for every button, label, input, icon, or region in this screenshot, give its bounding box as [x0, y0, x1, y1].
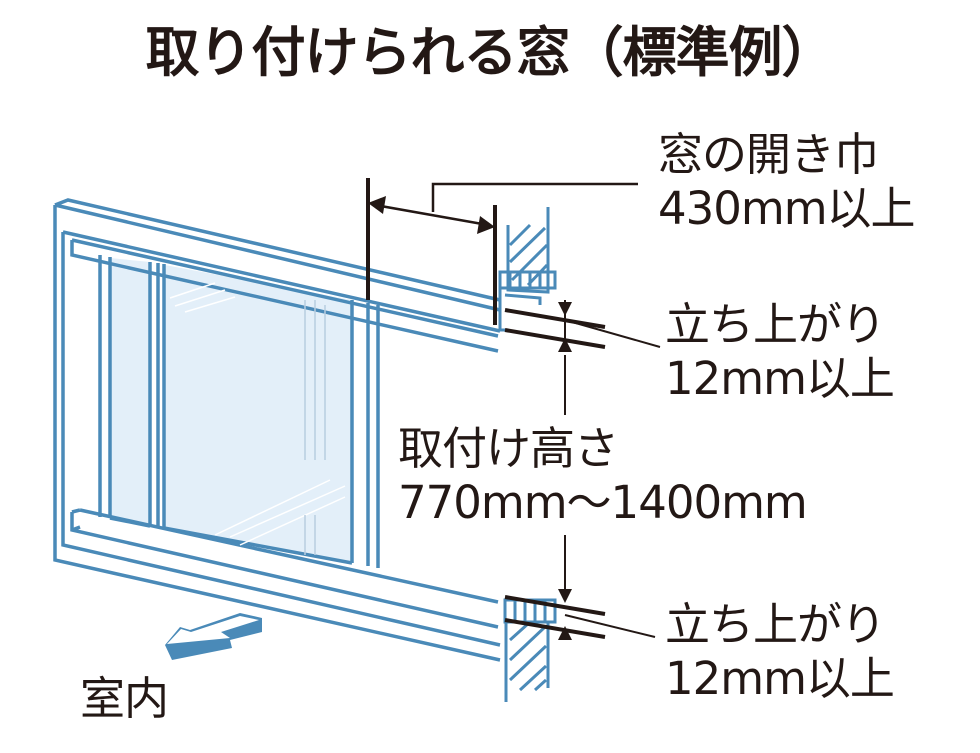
bottom-rise-label: 立ち上がり 12mm以上 [665, 598, 895, 706]
diagram-title: 取り付けられる窓（標準例） [145, 21, 836, 84]
indoor-label: 室内 [80, 672, 169, 725]
top-rise-label: 立ち上がり 12mm以上 [665, 298, 895, 406]
bottom-rise-title: 立ち上がり [665, 598, 886, 651]
opening-width-label: 窓の開き巾 430mm以上 [658, 128, 916, 236]
dimension-lines [366, 178, 661, 640]
opening-width-value: 430mm以上 [658, 182, 916, 235]
opening-width-title: 窓の開き巾 [658, 128, 879, 181]
install-height-title: 取付け高さ [398, 422, 619, 475]
top-rise-title: 立ち上がり [665, 298, 886, 351]
bottom-rise-value: 12mm以上 [665, 652, 895, 705]
bottom-wall-section [503, 598, 557, 702]
install-height-label: 取付け高さ 770mm〜1400mm [398, 422, 808, 530]
glass-reflections [169, 282, 346, 546]
top-rise-value: 12mm以上 [665, 352, 895, 405]
glass-streaks [304, 300, 326, 555]
install-height-value: 770mm〜1400mm [398, 476, 808, 529]
window-frame [53, 198, 501, 662]
indoor-arrow-icon [165, 613, 262, 660]
